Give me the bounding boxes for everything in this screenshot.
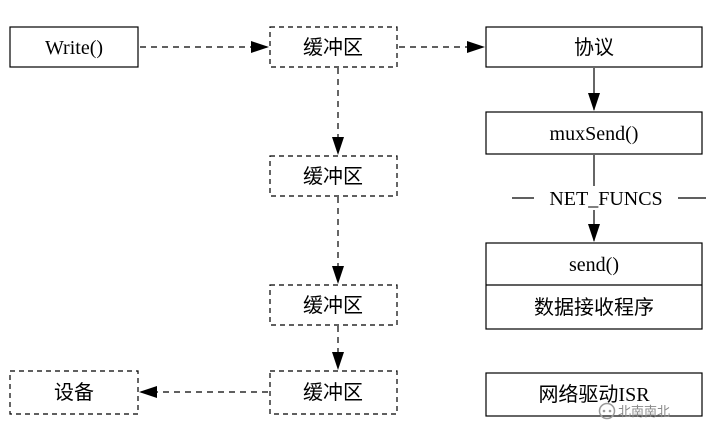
buffer-node-3: 缓冲区 (269, 284, 398, 326)
net-funcs-label: NET_FUNCS (549, 188, 662, 210)
send-node: send() 数据接收程序 (485, 242, 703, 330)
buffer-label-2: 缓冲区 (303, 165, 363, 188)
device-label: 设备 (54, 381, 94, 404)
buffer-node-4: 缓冲区 (269, 370, 398, 415)
mux-send-node: muxSend() (485, 111, 703, 155)
buffer-label-1: 缓冲区 (303, 36, 363, 59)
mux-send-label: muxSend() (550, 123, 639, 145)
driver-isr-node: 网络驱动ISR (485, 372, 703, 417)
watermark: 北南南北 (598, 402, 670, 420)
watermark-icon (598, 402, 616, 420)
buffer-label-4: 缓冲区 (303, 381, 363, 404)
driver-isr-label: 网络驱动ISR (538, 383, 650, 406)
buffer-label-3: 缓冲区 (303, 294, 363, 317)
device-node: 设备 (9, 370, 139, 415)
write-label: Write() (45, 37, 103, 59)
buffer-node-2: 缓冲区 (269, 155, 398, 197)
buffer-node-1: 缓冲区 (269, 26, 398, 68)
send-label: send() (569, 254, 619, 276)
protocol-node: 协议 (485, 26, 703, 68)
watermark-text: 北南南北 (618, 404, 670, 420)
write-node: Write() (9, 26, 139, 68)
receive-label: 数据接收程序 (534, 296, 654, 319)
protocol-label: 协议 (574, 36, 614, 59)
